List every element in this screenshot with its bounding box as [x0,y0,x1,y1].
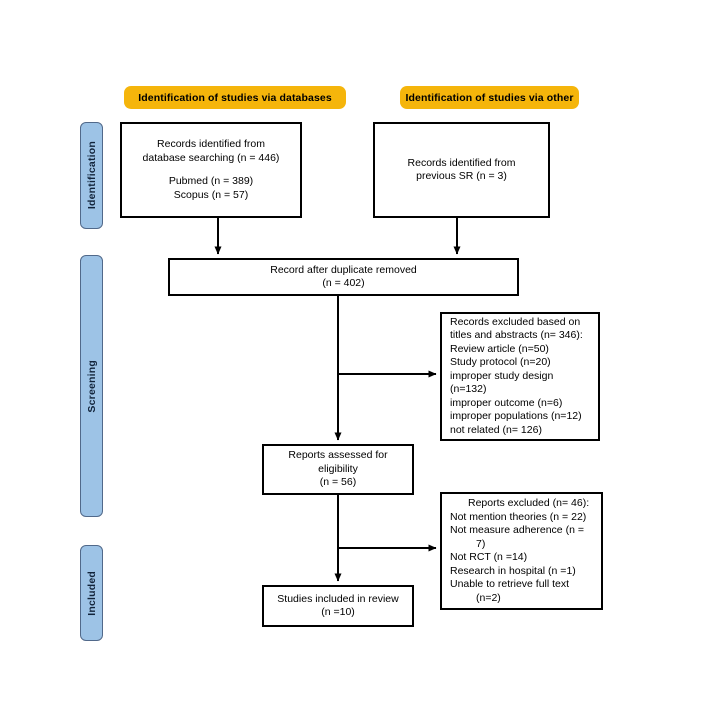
phase-label-identification: Identification [85,141,98,210]
box-line: Records identified from [407,156,516,169]
box-line: titles and abstracts (n= 346): [450,329,583,342]
box-line: improper populations (n=12) [450,410,582,423]
box-line: (n = 402) [322,277,365,289]
box-line: Reports excluded (n= 46): [468,497,590,509]
box-line: Review article (n=50) [450,342,549,355]
box-studies-included-review: Studies included in review (n =10) [262,585,414,627]
box-line: eligibility [318,462,358,475]
box-reports-assessed-eligibility: Reports assessed for eligibility (n = 56… [262,444,414,495]
phase-bar-identification: Identification [80,122,103,229]
box-line: Pubmed (n = 389) [168,175,254,187]
header-identification-other: Identification of studies via other [400,86,579,109]
box-reports-excluded-eligibility: Reports excluded (n= 46): Not mention th… [440,492,603,610]
box-line: improper study design [450,369,554,382]
box-line: (n=132) [450,383,487,396]
phase-label-included: Included [85,570,98,616]
box-record-after-duplicate-removed: Record after duplicate removed (n = 402) [168,258,519,296]
box-line: improper outcome (n=6) [450,396,563,409]
box-line: Not mention theories (n = 22) [450,510,587,523]
box-line: Record after duplicate removed [270,263,417,276]
box-line: Studies included in review [277,592,399,605]
box-line: Research in hospital (n =1) [450,564,576,577]
phase-bar-included: Included [80,545,103,641]
box-line: (n =10) [321,606,355,618]
box-records-excluded-screening: Records excluded based on titles and abs… [440,312,600,441]
box-records-identified-database: Records identified from database searchi… [120,122,302,218]
box-line: Unable to retrieve full text [450,578,570,590]
phase-bar-screening: Screening [80,255,103,517]
box-line: not related (n= 126) [450,423,542,436]
header-identification-databases: Identification of studies via databases [124,86,346,109]
box-line: Not RCT (n =14) [450,551,528,563]
box-records-identified-previous-sr: Records identified from previous SR (n =… [373,122,550,218]
box-line: previous SR (n = 3) [416,170,507,182]
box-line: database searching (n = 446) [142,151,280,164]
box-line: Reports assessed for [288,449,388,462]
box-line: (n=2) [476,591,501,604]
box-line: Study protocol (n=20) [450,356,551,369]
box-line: Records identified from [157,138,265,150]
box-line: Scopus (n = 57) [173,188,249,201]
box-line: Records excluded based on [450,315,581,328]
box-line: 7) [476,537,486,550]
phase-label-screening: Screening [85,359,98,413]
box-line: (n = 56) [319,476,357,489]
box-line: Not measure adherence (n = [450,524,584,536]
